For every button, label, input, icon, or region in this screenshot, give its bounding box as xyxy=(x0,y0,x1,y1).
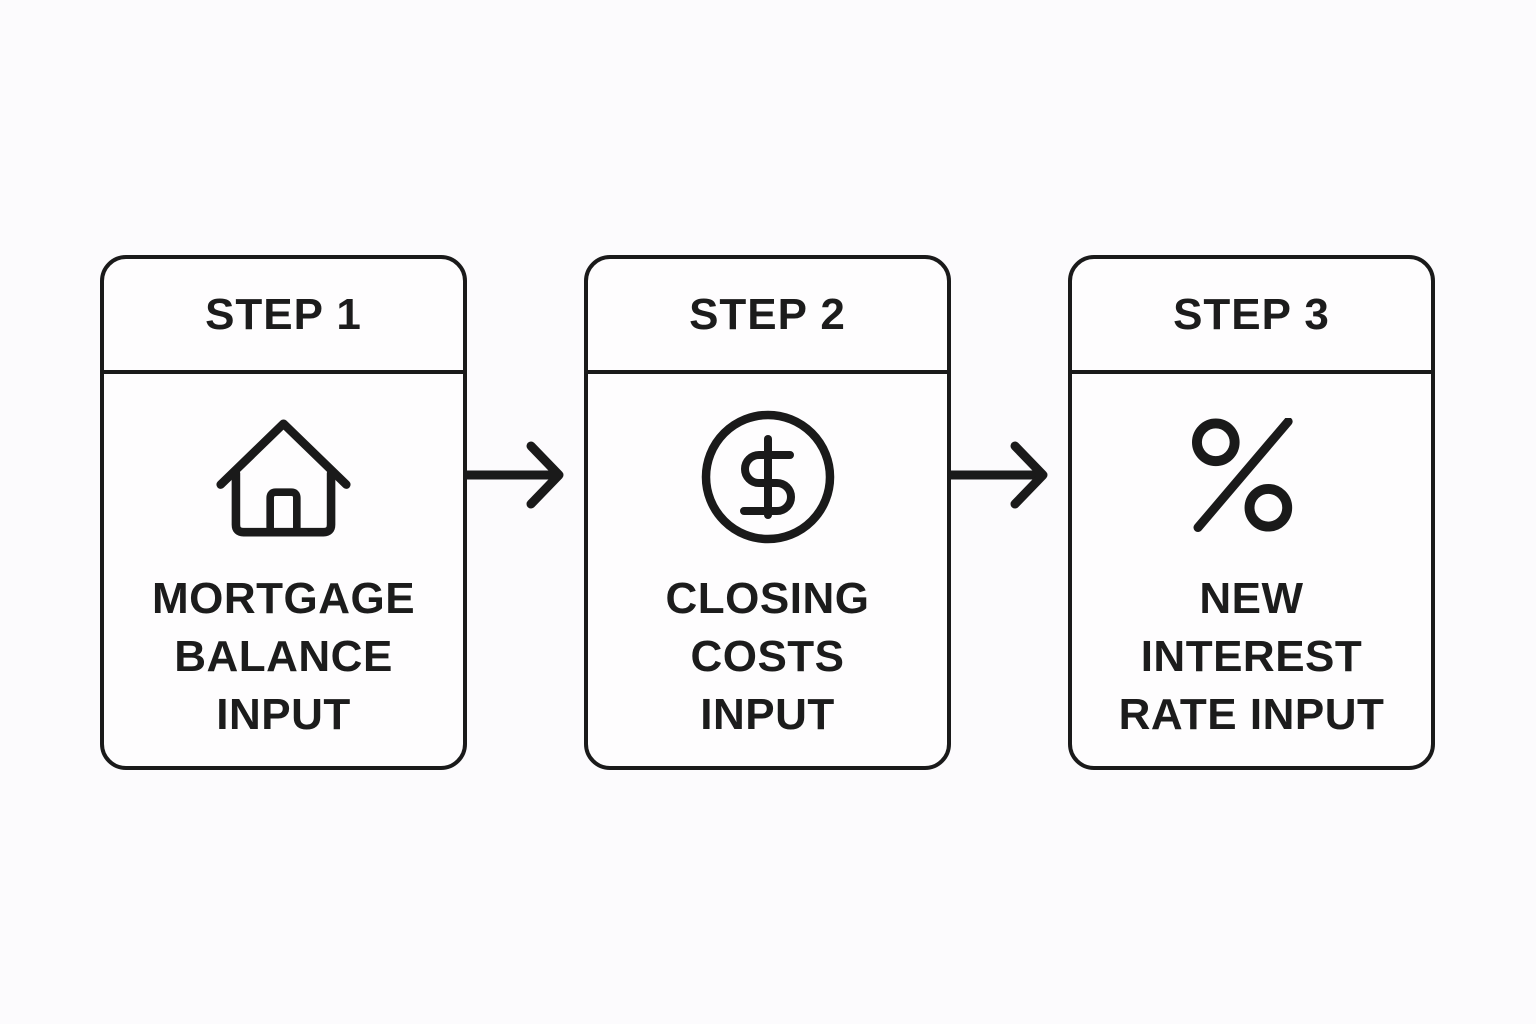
step-2-body: CLOSING COSTS INPUT xyxy=(588,374,947,744)
step-1-label: MORTGAGE BALANCE INPUT xyxy=(151,574,416,739)
step-3-body: NEW INTEREST RATE INPUT xyxy=(1072,374,1431,744)
house-icon xyxy=(215,406,352,548)
arrow-right-icon xyxy=(467,415,584,535)
step-1-body: MORTGAGE BALANCE INPUT xyxy=(104,374,463,744)
step-card-2: STEP 2 CLOSING COSTS INPUT xyxy=(584,255,951,770)
dollar-circle-icon xyxy=(698,406,838,548)
step-1-header: STEP 1 xyxy=(104,259,463,374)
step-card-1: STEP 1 MORTGAGE BALANCE INPUT xyxy=(100,255,467,770)
percent-icon xyxy=(1192,406,1311,548)
arrow-right-icon xyxy=(951,415,1068,535)
step-3-header: STEP 3 xyxy=(1072,259,1431,374)
step-card-3: STEP 3 NEW INTEREST RATE INPUT xyxy=(1068,255,1435,770)
step-2-label: CLOSING COSTS INPUT xyxy=(665,574,870,739)
step-2-header: STEP 2 xyxy=(588,259,947,374)
step-3-label: NEW INTEREST RATE INPUT xyxy=(1118,574,1385,739)
